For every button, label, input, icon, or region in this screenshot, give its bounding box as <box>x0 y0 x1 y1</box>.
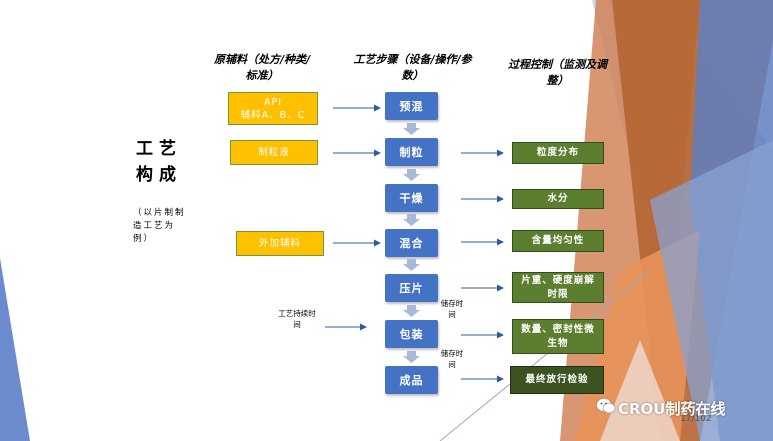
material-external: 外加辅料 <box>236 231 324 256</box>
header-materials: 原辅料（处方/种类/标准） <box>213 53 311 82</box>
down-arrow-3 <box>403 214 420 226</box>
down-arrow-6 <box>403 351 420 363</box>
page-number: 17/102 <box>680 414 712 424</box>
step-premix: 预混 <box>385 92 438 120</box>
control-moisture: 水分 <box>512 189 604 209</box>
material-binder: 制粒液 <box>230 140 318 165</box>
control-particle-size: 粒度分布 <box>512 142 604 164</box>
material-api: API <box>263 96 283 108</box>
slide-subtitle: （以片制制造工艺为例） <box>133 208 186 244</box>
step-drying: 干燥 <box>385 184 438 212</box>
material-external-label: 外加辅料 <box>258 238 301 249</box>
step-packaging: 包装 <box>385 320 438 348</box>
slide-title: 工艺构成 <box>136 139 182 185</box>
control-content-uniformity: 含量均匀性 <box>512 230 604 252</box>
note-process-time: 工艺持续时间 <box>278 309 316 329</box>
down-arrow-4 <box>403 259 420 271</box>
control-count-seal-micro: 数量、密封性微生物 <box>512 319 604 354</box>
down-arrow-2 <box>403 169 420 181</box>
control-final-release: 最终放行检验 <box>510 366 604 394</box>
watermark: CROU制药在线 <box>618 400 726 418</box>
header-control: 过程控制（监测及调整） <box>508 58 607 87</box>
step-granulation: 制粒 <box>385 138 438 166</box>
down-arrow-5 <box>403 305 420 317</box>
step-finished-product: 成品 <box>385 366 438 394</box>
material-api-excipients: API 辅料A、B、C <box>228 92 318 125</box>
step-blending: 混合 <box>385 229 438 257</box>
note-storage-time-2: 储存时间 <box>440 349 464 369</box>
control-weight-hardness: 片重、硬度崩解时限 <box>512 272 604 303</box>
wechat-icon <box>596 398 616 414</box>
down-arrow-1 <box>403 123 420 135</box>
material-binder-label: 制粒液 <box>258 147 290 158</box>
step-compression: 压片 <box>385 274 438 302</box>
header-steps: 工艺步骤（设备/操作/参数） <box>353 53 472 82</box>
note-storage-time-1: 储存时间 <box>440 299 464 319</box>
material-excipients: 辅料A、B、C <box>240 109 306 121</box>
